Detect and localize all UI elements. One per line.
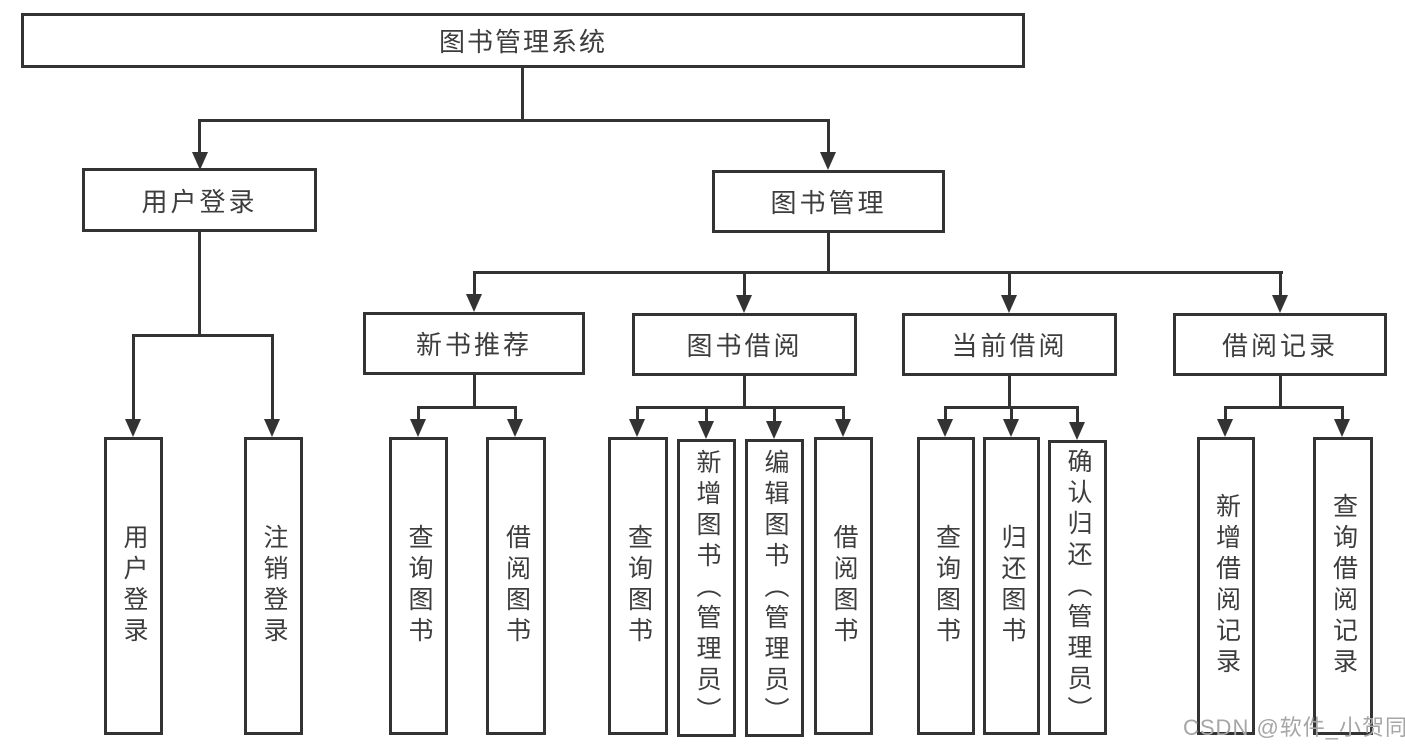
leaf-user-login: 用户登录 <box>104 437 163 735</box>
connector-to-leaf-confirm-return-admin <box>1076 406 1079 423</box>
connector-to-current-borrowing <box>1008 271 1011 297</box>
connector-to-book-borrowing <box>743 271 746 297</box>
arrowhead-borrowing-records-icon <box>1272 295 1288 313</box>
node-current-borrowing: 当前借阅 <box>902 313 1117 376</box>
leaf-label: 借阅图书 <box>830 524 858 648</box>
leaf-label: 查询图书 <box>405 524 433 648</box>
connector-to-user-login <box>198 119 201 155</box>
connector-book-borrowing-stem <box>743 374 746 409</box>
connector-to-book-management <box>827 119 830 155</box>
node-book-borrowing: 图书借阅 <box>632 313 857 376</box>
leaf-query-borrow-record: 查询借阅记录 <box>1313 437 1373 735</box>
connector-borrowing-records-stem <box>1279 374 1282 409</box>
arrowhead-leaf-confirm-return-admin-icon <box>1069 422 1085 440</box>
arrowhead-book-borrowing-icon <box>736 295 752 313</box>
leaf-label: 用户登录 <box>120 524 148 648</box>
leaf-label: 归还图书 <box>998 524 1026 648</box>
leaf-label: 查询借阅记录 <box>1329 493 1358 679</box>
arrowhead-current-borrowing-icon <box>1001 295 1017 313</box>
connector-new-book-recommendation-stem <box>473 373 476 409</box>
connector-user-login-stem <box>198 230 201 336</box>
connector-user-login-bar <box>132 334 274 337</box>
arrowhead-leaf-query-books-recommend-icon <box>410 419 426 437</box>
connector-level2-bar <box>198 119 830 122</box>
node-new-book-recommendation: 新书推荐 <box>363 312 585 375</box>
arrowhead-leaf-query-books-current-icon <box>937 419 953 437</box>
connector-to-leaf-logout <box>271 334 274 421</box>
arrowhead-leaf-edit-books-admin-icon <box>766 421 782 439</box>
leaf-label: 新增图书（管理员） <box>693 448 721 728</box>
arrowhead-leaf-borrow-books-borrowing-icon <box>835 419 851 437</box>
leaf-borrow-books-recommend: 借阅图书 <box>486 437 546 735</box>
arrowhead-leaf-query-borrow-record-icon <box>1334 419 1350 437</box>
leaf-label: 注销登录 <box>260 524 288 648</box>
node-user-login: 用户登录 <box>82 168 317 232</box>
arrowhead-new-book-recommendation-icon <box>466 294 482 312</box>
leaf-query-books-current: 查询图书 <box>917 437 975 735</box>
leaf-confirm-return-admin: 确认归还（管理员） <box>1048 440 1107 735</box>
leaf-label: 新增借阅记录 <box>1212 493 1241 679</box>
arrowhead-leaf-add-borrow-record-icon <box>1217 419 1233 437</box>
connector-to-leaf-user-login <box>132 334 135 421</box>
connector-root-stem <box>521 66 524 122</box>
connector-to-leaf-edit-books-admin <box>773 406 776 422</box>
connector-to-leaf-query-books-current <box>944 406 947 422</box>
leaf-logout: 注销登录 <box>244 437 303 735</box>
node-book-management: 图书管理 <box>712 170 945 233</box>
arrowhead-book-management-icon <box>820 152 836 170</box>
connector-to-new-book-recommendation <box>473 271 476 296</box>
arrowhead-leaf-borrow-books-recommend-icon <box>507 419 523 437</box>
connector-to-leaf-borrow-books-borrowing <box>842 406 845 422</box>
connector-level3-bar <box>473 271 1283 274</box>
arrowhead-leaf-add-books-admin-icon <box>698 421 714 439</box>
leaf-edit-books-admin: 编辑图书（管理员） <box>745 439 804 737</box>
leaf-add-books-admin: 新增图书（管理员） <box>677 439 736 737</box>
arrowhead-leaf-user-login-icon <box>125 419 141 437</box>
connector-current-borrowing-stem <box>1008 374 1011 409</box>
arrowhead-leaf-query-books-borrowing-icon <box>629 419 645 437</box>
watermark: CSDN @软件_小贺同学 <box>1183 715 1405 740</box>
connector-to-leaf-borrow-books-recommend <box>514 406 517 422</box>
node-root: 图书管理系统 <box>21 13 1025 68</box>
leaf-borrow-books-borrowing: 借阅图书 <box>814 437 873 735</box>
leaf-label: 查询图书 <box>624 524 653 648</box>
arrowhead-leaf-return-books-icon <box>1003 419 1019 437</box>
node-borrowing-records: 借阅记录 <box>1173 313 1387 376</box>
connector-to-leaf-return-books <box>1010 406 1013 422</box>
leaf-label: 借阅图书 <box>502 524 531 648</box>
arrowhead-user-login-icon <box>192 152 208 170</box>
connector-book-borrowing-bar <box>636 406 844 409</box>
leaf-return-books: 归还图书 <box>983 437 1040 735</box>
leaf-label: 查询图书 <box>932 524 961 648</box>
leaf-add-borrow-record: 新增借阅记录 <box>1197 437 1255 735</box>
leaf-label: 确认归还（管理员） <box>1064 448 1092 727</box>
connector-to-leaf-query-borrow-record <box>1341 406 1344 422</box>
leaf-label: 编辑图书（管理员） <box>761 448 789 728</box>
leaf-query-books-recommend: 查询图书 <box>389 437 448 735</box>
connector-new-book-recommendation-bar <box>417 406 517 409</box>
connector-book-management-stem <box>827 231 830 273</box>
connector-borrowing-records-bar <box>1224 406 1344 409</box>
connector-to-leaf-add-borrow-record <box>1224 406 1227 422</box>
connector-to-leaf-query-books-recommend <box>417 406 420 422</box>
leaf-query-books-borrowing: 查询图书 <box>608 437 668 735</box>
connector-to-leaf-add-books-admin <box>705 406 708 422</box>
arrowhead-leaf-logout-icon <box>264 419 280 437</box>
connector-to-borrowing-records <box>1279 271 1282 297</box>
connector-to-leaf-query-books-borrowing <box>636 406 639 422</box>
